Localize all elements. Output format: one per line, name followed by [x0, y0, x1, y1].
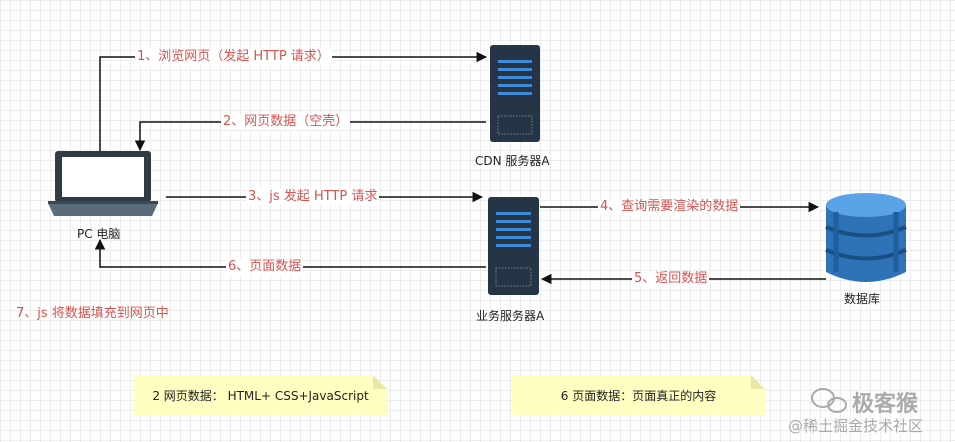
watermark-brand: 极客猴: [852, 392, 919, 417]
database-label: 数据库: [844, 292, 881, 306]
pc-label: PC 电脑: [77, 227, 121, 241]
edge-1-browse-arrow: [99, 51, 488, 155]
note-page-shell-text: 2 网页数据： HTML+ CSS+JavaScript: [152, 388, 369, 403]
watermark-site: @稀土掘金技术社区: [788, 417, 924, 435]
note-page-data: 6 页面数据：页面真正的内容: [512, 375, 765, 415]
edge-4-label: 4、查询需要渲染的数据: [598, 199, 741, 215]
edge-6-label: 6、页面数据: [226, 259, 304, 275]
edge-1-label: 1、浏览网页（发起 HTTP 请求）: [135, 49, 332, 65]
edge-2-page-shell-arrow: [134, 121, 486, 152]
note-page-data-text: 6 页面数据：页面真正的内容: [560, 388, 717, 403]
cdn-server-icon: [490, 45, 540, 142]
business-server-icon: [488, 197, 539, 295]
edge-2-label: 2、网页数据（空壳）: [221, 114, 351, 130]
laptop-icon: [48, 151, 158, 216]
edge-6-page-data-arrow: [94, 238, 486, 268]
edge-3-label: 3、js 发起 HTTP 请求: [246, 189, 380, 205]
business-server-label: 业务服务器A: [476, 309, 545, 323]
database-icon: [825, 193, 907, 282]
note-page-shell: 2 网页数据： HTML+ CSS+JavaScript: [134, 375, 387, 415]
cdn-server-label: CDN 服务器A: [475, 154, 550, 168]
edge-5-label: 5、返回数据: [632, 271, 710, 287]
watermark-logo-icon: [811, 388, 847, 413]
step-7-label: 7、js 将数据填充到网页中: [16, 306, 169, 321]
